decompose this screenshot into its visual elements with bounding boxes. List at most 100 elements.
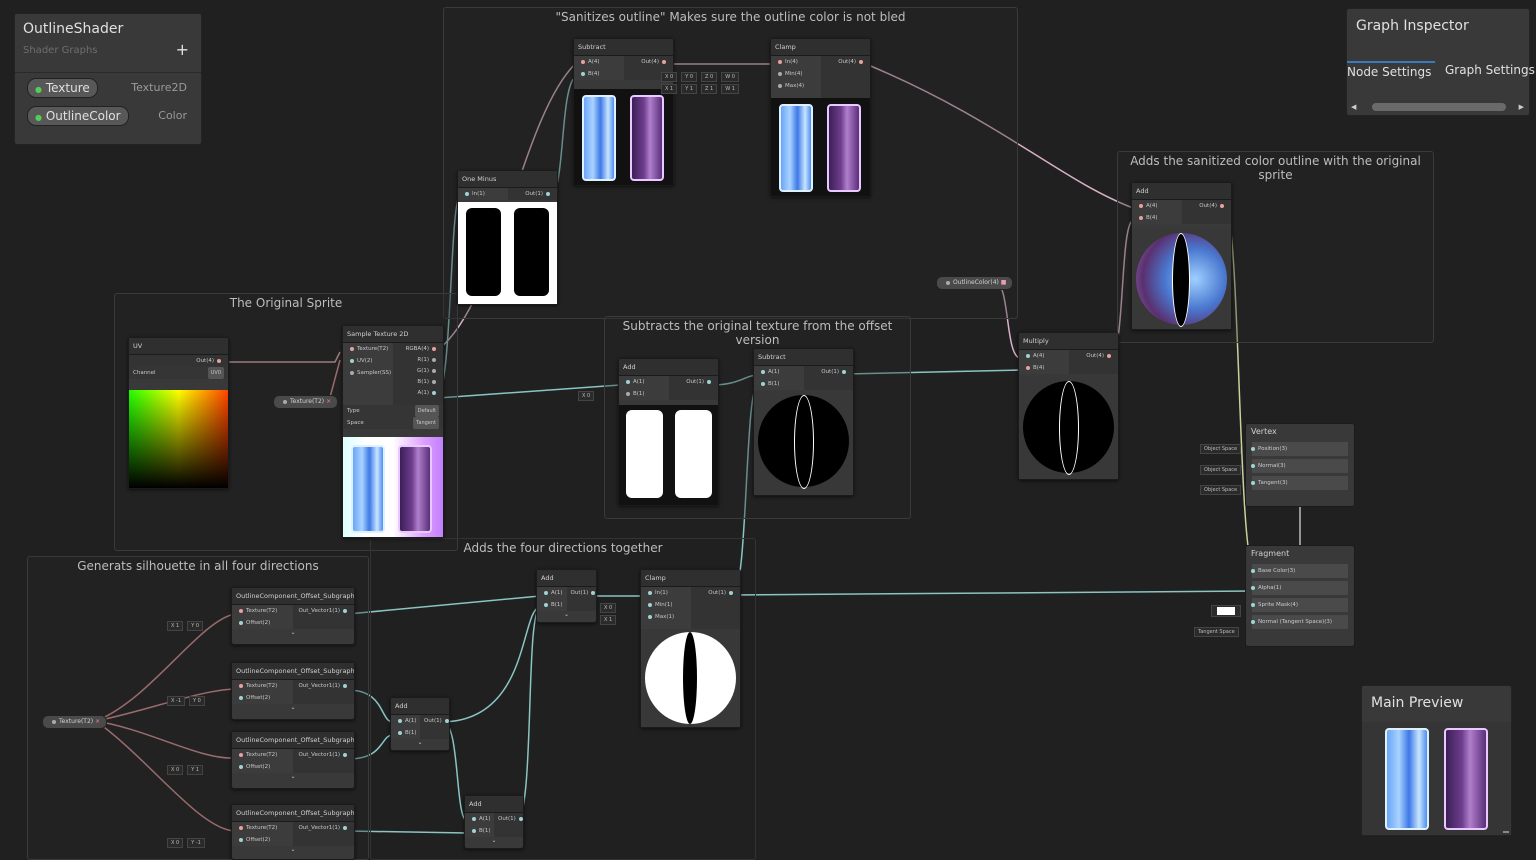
port-b[interactable]: B(4) bbox=[1019, 362, 1069, 374]
node-subtract-mid[interactable]: Subtract A(1) B(1) Out(1) bbox=[753, 348, 854, 496]
space-dropdown[interactable]: Tangent bbox=[413, 417, 439, 429]
tangent-space-chip[interactable]: Tangent Space bbox=[1194, 627, 1239, 637]
horizontal-scrollbar[interactable] bbox=[1372, 103, 1506, 111]
node-offset-subgraph-3[interactable]: OutlineComponent_Offset_Subgraph Texture… bbox=[231, 731, 355, 789]
chevron-down-icon[interactable]: ⌄ bbox=[563, 611, 570, 618]
node-add-four[interactable]: Add A(1) B(1) Out(1) ⌄ bbox=[536, 569, 597, 623]
port-offset[interactable]: Offset(2) bbox=[232, 834, 293, 846]
port-b[interactable]: B(4) bbox=[1132, 212, 1182, 224]
port-max[interactable]: Max(4) bbox=[771, 80, 821, 92]
resize-handle[interactable] bbox=[1503, 831, 1509, 833]
graph-inspector-panel[interactable]: Graph Inspector Node Settings Graph Sett… bbox=[1346, 8, 1535, 116]
port-out[interactable]: Out_Vector1(1) bbox=[293, 822, 354, 834]
node-clamp-top[interactable]: Clamp In(4) Min(4) Max(4) Out(4) bbox=[770, 38, 871, 197]
port-out[interactable]: Out(1) bbox=[508, 188, 558, 200]
property-outlinecolor-pill[interactable]: ● OutlineColor bbox=[27, 106, 129, 126]
port-a[interactable]: A(4) bbox=[1019, 350, 1069, 362]
fragment-context[interactable]: Fragment Base Color(3) Alpha(1) Sprite M… bbox=[1245, 545, 1355, 647]
port-r[interactable]: R(1) bbox=[393, 355, 443, 366]
object-space-chip[interactable]: Object Space bbox=[1200, 485, 1242, 495]
sprite-mask-color-swatch[interactable] bbox=[1211, 605, 1241, 617]
node-clamp-bottom[interactable]: Clamp In(1) Min(1) Max(1) Out(1) bbox=[640, 569, 741, 728]
chevron-down-icon[interactable]: ⌄ bbox=[491, 837, 497, 844]
port-min[interactable]: Min(4) bbox=[771, 68, 821, 80]
port-out[interactable]: Out(4) bbox=[129, 355, 228, 367]
vertex-slot-normal[interactable]: Normal(3) bbox=[1251, 459, 1348, 473]
port-out[interactable]: Out(4) bbox=[821, 56, 871, 68]
node-offset-subgraph-4[interactable]: OutlineComponent_Offset_Subgraph Texture… bbox=[231, 804, 355, 860]
port-out[interactable]: Out(1) bbox=[691, 587, 741, 599]
fragment-slot-normal[interactable]: Normal (Tangent Space)(3) bbox=[1251, 615, 1348, 629]
port-out[interactable]: Out_Vector1(1) bbox=[293, 749, 354, 761]
channel-dropdown[interactable]: UV0 bbox=[207, 367, 224, 379]
port-a[interactable]: A(4) bbox=[1132, 200, 1182, 212]
object-space-chip[interactable]: Object Space bbox=[1200, 444, 1242, 454]
port-out[interactable]: Out_Vector1(1) bbox=[293, 605, 354, 617]
clamp-max-field[interactable]: X 1 bbox=[600, 615, 617, 625]
port-rgba[interactable]: RGBA(4) bbox=[393, 343, 443, 355]
port-out[interactable]: Out(4) bbox=[1182, 200, 1232, 212]
node-offset-subgraph-1[interactable]: OutlineComponent_Offset_Subgraph Texture… bbox=[231, 587, 355, 645]
clamp-min-field[interactable]: X 0 bbox=[600, 603, 617, 613]
add-b-field[interactable]: X 0 bbox=[578, 391, 595, 401]
main-preview-panel[interactable]: Main Preview bbox=[1361, 685, 1512, 836]
node-offset-subgraph-2[interactable]: OutlineComponent_Offset_Subgraph Texture… bbox=[231, 662, 355, 720]
node-uv[interactable]: UV Out(4) Channel UV0 bbox=[128, 337, 229, 489]
port-b[interactable]: B(1) bbox=[537, 599, 567, 611]
type-dropdown[interactable]: Default bbox=[414, 405, 439, 417]
vertex-slot-tangent[interactable]: Tangent(3) bbox=[1251, 476, 1348, 490]
channel-row[interactable]: Channel UV0 bbox=[129, 367, 228, 379]
port-offset[interactable]: Offset(2) bbox=[232, 617, 293, 629]
vertex-context[interactable]: Vertex Position(3) Normal(3) Tangent(3) bbox=[1245, 423, 1355, 507]
port-texture[interactable]: Texture(T2) bbox=[343, 343, 393, 355]
port-a[interactable]: A(1) bbox=[619, 376, 669, 388]
blackboard-panel[interactable]: OutlineShader Shader Graphs + ● Texture … bbox=[14, 13, 202, 145]
port-b[interactable]: B(1) bbox=[754, 378, 804, 390]
chevron-down-icon[interactable]: ⌄ bbox=[290, 846, 296, 853]
port-out[interactable]: Out_Vector1(1) bbox=[293, 680, 354, 692]
port-in[interactable]: In(1) bbox=[458, 188, 508, 200]
port-b[interactable]: B(1) bbox=[465, 825, 494, 837]
tab-node-settings[interactable]: Node Settings bbox=[1347, 61, 1435, 79]
port-offset[interactable]: Offset(2) bbox=[232, 692, 293, 704]
node-add-right[interactable]: Add A(4) B(4) Out(4) bbox=[1131, 182, 1232, 330]
port-b[interactable]: B(4) bbox=[574, 68, 624, 80]
port-a[interactable]: A(4) bbox=[574, 56, 624, 68]
node-multiply[interactable]: Multiply A(4) B(4) Out(4) bbox=[1018, 332, 1119, 480]
vertex-slot-position[interactable]: Position(3) bbox=[1251, 442, 1348, 456]
texture-property-node-left[interactable]: Texture(T2) × bbox=[42, 715, 108, 729]
port-out[interactable]: Out(1) bbox=[494, 813, 523, 825]
type-row[interactable]: Type Default bbox=[343, 405, 443, 417]
port-a[interactable]: A(1) bbox=[465, 813, 494, 825]
port-a[interactable]: A(1) bbox=[754, 366, 804, 378]
port-max[interactable]: Max(1) bbox=[641, 611, 691, 623]
port-texture[interactable]: Texture(T2) bbox=[232, 822, 293, 834]
port-a[interactable]: A(1) bbox=[391, 715, 420, 727]
fragment-slot-alpha[interactable]: Alpha(1) bbox=[1251, 581, 1348, 595]
chevron-down-icon[interactable]: ⌄ bbox=[417, 739, 423, 746]
add-property-button[interactable]: + bbox=[175, 40, 189, 59]
port-uv[interactable]: UV(2) bbox=[343, 355, 393, 367]
port-min[interactable]: Min(1) bbox=[641, 599, 691, 611]
scroll-right-icon[interactable]: ▶ bbox=[1518, 103, 1524, 111]
port-a[interactable]: A(1) bbox=[537, 587, 567, 599]
scroll-left-icon[interactable]: ◀ bbox=[1351, 103, 1357, 111]
port-offset[interactable]: Offset(2) bbox=[232, 761, 293, 773]
space-row[interactable]: Space Tangent bbox=[343, 417, 443, 429]
chevron-down-icon[interactable]: ⌄ bbox=[290, 629, 296, 636]
chevron-down-icon[interactable]: ⌄ bbox=[290, 773, 296, 780]
port-a[interactable]: A(1) bbox=[393, 388, 443, 399]
node-sample-texture-2d[interactable]: Sample Texture 2D Texture(T2) UV(2) Samp… bbox=[342, 325, 444, 538]
property-texture-pill[interactable]: ● Texture bbox=[27, 78, 98, 98]
port-b[interactable]: B(1) bbox=[619, 388, 669, 400]
port-b[interactable]: B(1) bbox=[391, 727, 420, 739]
fragment-slot-sprite-mask[interactable]: Sprite Mask(4) bbox=[1251, 598, 1348, 612]
port-texture[interactable]: Texture(T2) bbox=[232, 749, 293, 761]
port-sampler[interactable]: Sampler(SS) bbox=[343, 367, 393, 379]
